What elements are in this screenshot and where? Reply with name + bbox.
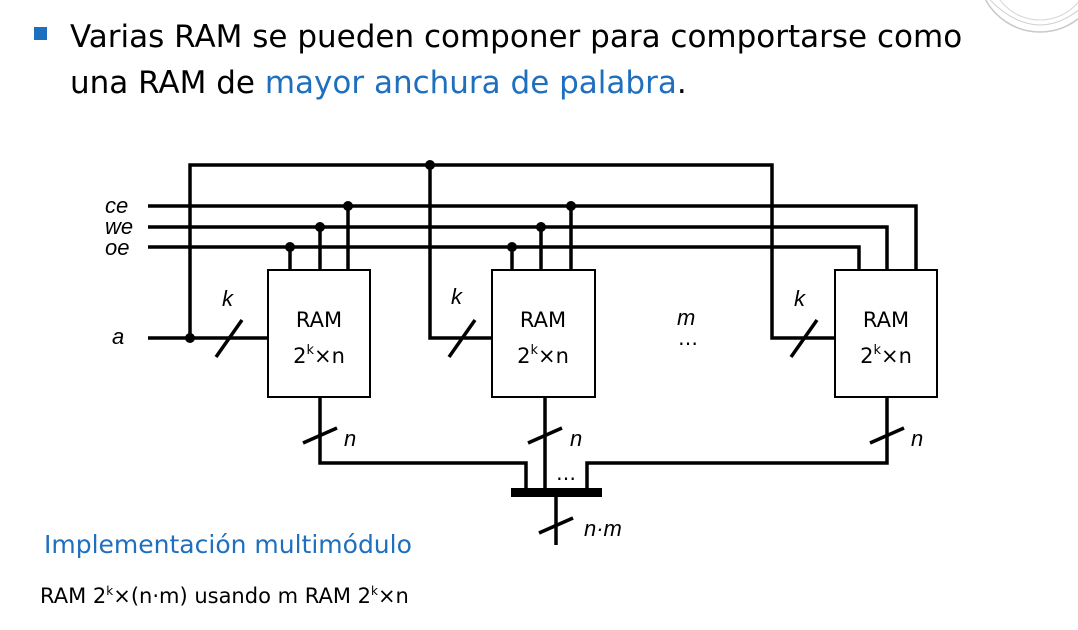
- label-m: m: [677, 305, 695, 330]
- ram-module-1: [267, 269, 371, 398]
- oe-wire: [148, 245, 861, 270]
- data-wire-3: [585, 397, 889, 488]
- diagram-caption: RAM 2k×(n·m) usando m RAM 2k×n: [40, 584, 409, 608]
- heading-period: .: [676, 65, 687, 101]
- we-wire: [148, 225, 889, 270]
- k-slash-3: [789, 318, 819, 359]
- junction-dot: [507, 242, 517, 252]
- ram-3-title: RAM: [863, 308, 909, 332]
- slide-heading: Varias RAM se pueden componer para compo…: [70, 14, 1000, 106]
- ram-2-size: 2k×n: [517, 343, 569, 368]
- junction-dot: [566, 201, 576, 211]
- label-oe: oe: [105, 235, 129, 260]
- ce-wire: [148, 204, 918, 270]
- k-slash-2: [447, 318, 477, 359]
- bullet-square-icon: [34, 27, 47, 40]
- ram-3-size: 2k×n: [860, 343, 912, 368]
- label-k-2: k: [451, 284, 463, 309]
- junctions: [185, 160, 576, 343]
- output-bus-bar: [511, 488, 602, 497]
- ellipsis-modules: …: [678, 326, 698, 350]
- n-slash-3: [869, 426, 905, 445]
- ram-module-2: [491, 269, 596, 398]
- university-seal-icon: [984, 0, 1078, 33]
- ram-1-title: RAM: [296, 308, 342, 332]
- diagram-subtitle: Implementación multimódulo: [44, 530, 412, 559]
- ram-module-3: [834, 269, 938, 398]
- n-slash-2: [527, 426, 563, 445]
- address-branch-2: [428, 165, 492, 340]
- heading-text: Varias RAM se pueden componer para compo…: [70, 19, 963, 101]
- label-n-1: n: [344, 426, 356, 451]
- label-we: we: [105, 214, 133, 239]
- label-n-2: n: [570, 426, 582, 451]
- ram-1-size: 2k×n: [293, 343, 345, 368]
- heading-highlight: mayor anchura de palabra: [264, 65, 677, 101]
- ellipsis-bus: …: [556, 461, 576, 485]
- label-k-3: k: [794, 286, 806, 311]
- junction-dot: [315, 222, 325, 232]
- wires: [148, 163, 918, 545]
- junction-dot: [285, 242, 295, 252]
- data-wire-1: [318, 397, 528, 488]
- junction-dot: [185, 333, 195, 343]
- junction-dot: [343, 201, 353, 211]
- label-k-1: k: [222, 286, 234, 311]
- label-n-3: n: [911, 426, 923, 451]
- ram-2-title: RAM: [520, 308, 566, 332]
- n-slash-1: [302, 426, 338, 445]
- label-a: a: [112, 324, 124, 349]
- nm-slash: [538, 516, 574, 535]
- junction-dot: [536, 222, 546, 232]
- address-bus-top: [188, 163, 835, 340]
- label-nm: n·m: [584, 516, 622, 541]
- junction-dot: [425, 160, 435, 170]
- k-slash-1: [214, 318, 244, 359]
- label-ce: ce: [105, 193, 128, 218]
